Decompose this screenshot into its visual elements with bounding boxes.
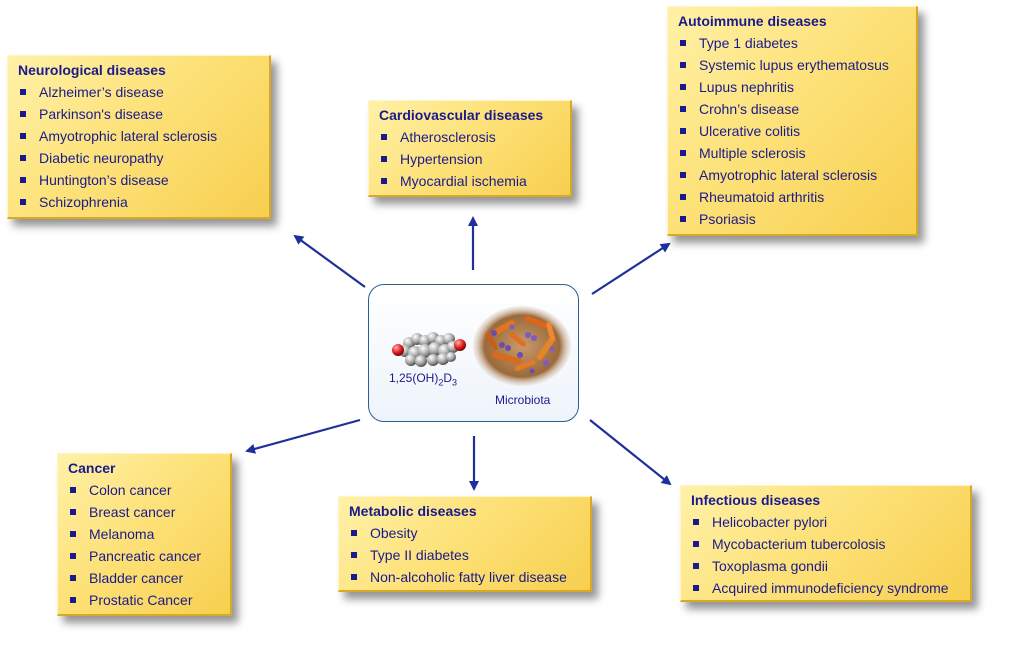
list-item: Helicobacter pylori [691, 511, 960, 533]
bullet-icon [70, 553, 76, 560]
cancer-box: Cancer Colon cancer Breast cancer Melano… [57, 453, 232, 616]
bullet-icon [70, 575, 76, 582]
list-item: Hypertension [379, 148, 560, 170]
bullet-icon [20, 199, 26, 206]
bullet-icon [680, 84, 686, 91]
list-item: Crohn’s disease [678, 98, 906, 120]
list-item: Diabetic neuropathy [18, 147, 259, 169]
list-item: Bladder cancer [68, 567, 220, 589]
bullet-icon [70, 597, 76, 604]
list-item: Pancreatic cancer [68, 545, 220, 567]
list-item: Rheumatoid arthritis [678, 186, 906, 208]
list-item: Toxoplasma gondii [691, 555, 960, 577]
bullet-icon [70, 531, 76, 538]
bullet-icon [70, 487, 76, 494]
neurological-diseases-box: Neurological diseases Alzheimer’s diseas… [7, 55, 271, 219]
bullet-icon [351, 552, 357, 559]
list-item: Prostatic Cancer [68, 589, 220, 611]
list-item: Schizophrenia [18, 191, 259, 213]
list-item: Colon cancer [68, 479, 220, 501]
bullet-icon [70, 509, 76, 516]
bullet-icon [680, 106, 686, 113]
list-item: Ulcerative colitis [678, 120, 906, 142]
disease-list: Type 1 diabetes Systemic lupus erythemat… [678, 32, 906, 230]
arrow-to-neurological [293, 234, 366, 288]
list-item: Huntington’s disease [18, 169, 259, 191]
bullet-icon [693, 585, 699, 592]
list-item: Type 1 diabetes [678, 32, 906, 54]
box-title: Cardiovascular diseases [379, 107, 544, 123]
disease-list: Obesity Type II diabetes Non-alcoholic f… [349, 522, 580, 588]
disease-list: Alzheimer’s disease Parkinson's disease … [18, 81, 259, 213]
arrow-to-cancer [245, 418, 361, 454]
bullet-icon [680, 216, 686, 223]
box-title: Cancer [68, 460, 116, 476]
list-item: Multiple sclerosis [678, 142, 906, 164]
bullet-icon [693, 519, 699, 526]
bullet-icon [680, 40, 686, 47]
disease-list: Colon cancer Breast cancer Melanoma Panc… [68, 479, 220, 611]
list-item: Lupus nephritis [678, 76, 906, 98]
box-title: Metabolic diseases [349, 503, 477, 519]
list-item: Myocardial ischemia [379, 170, 560, 192]
microbiota-label: Microbiota [495, 393, 551, 407]
metabolic-diseases-box: Metabolic diseases Obesity Type II diabe… [338, 496, 592, 592]
bullet-icon [20, 111, 26, 118]
bullet-icon [381, 178, 387, 185]
bullet-icon [351, 574, 357, 581]
autoimmune-diseases-box: Autoimmune diseases Type 1 diabetes Syst… [667, 6, 918, 236]
list-item: Melanoma [68, 523, 220, 545]
bullet-icon [680, 150, 686, 157]
bullet-icon [381, 134, 387, 141]
list-item: Amyotrophic lateral sclerosis [18, 125, 259, 147]
bullet-icon [20, 133, 26, 140]
microbiota-image [473, 306, 571, 386]
bullet-icon [680, 128, 686, 135]
list-item: Mycobacterium tubercolosis [691, 533, 960, 555]
list-item: Acquired immunodeficiency syndrome [691, 577, 960, 599]
arrow-to-infectious [589, 419, 672, 486]
list-item: Breast cancer [68, 501, 220, 523]
list-item: Atherosclerosis [379, 126, 560, 148]
compound-label: 1,25(OH)2D3 [389, 371, 458, 388]
list-item: Type II diabetes [349, 544, 580, 566]
disease-list: Helicobacter pylori Mycobacterium tuberc… [691, 511, 960, 599]
bullet-icon [693, 541, 699, 548]
list-item: Amyotrophic lateral sclerosis [678, 164, 906, 186]
disease-list: Atherosclerosis Hypertension Myocardial … [379, 126, 560, 192]
arrow-to-autoimmune [591, 242, 671, 295]
list-item: Obesity [349, 522, 580, 544]
list-item: Parkinson's disease [18, 103, 259, 125]
box-title: Infectious diseases [691, 492, 821, 508]
vitamin-d-molecule-icon [392, 332, 466, 367]
list-item: Systemic lupus erythematosus [678, 54, 906, 76]
bullet-icon [381, 156, 387, 163]
list-item: Alzheimer’s disease [18, 81, 259, 103]
cardiovascular-diseases-box: Cardiovascular diseases Atherosclerosis … [368, 100, 572, 197]
infectious-diseases-box: Infectious diseases Helicobacter pylori … [680, 485, 972, 602]
bullet-icon [20, 155, 26, 162]
bullet-icon [20, 177, 26, 184]
bullet-icon [693, 563, 699, 570]
box-title: Neurological diseases [18, 62, 166, 78]
list-item: Non-alcoholic fatty liver disease [349, 566, 580, 588]
center-box: 1,25(OH)2D3 Microbiota [368, 284, 579, 422]
list-item: Psoriasis [678, 208, 906, 230]
bullet-icon [680, 62, 686, 69]
box-title: Autoimmune diseases [678, 13, 827, 29]
bullet-icon [20, 89, 26, 96]
bullet-icon [351, 530, 357, 537]
bullet-icon [680, 172, 686, 179]
bullet-icon [680, 194, 686, 201]
